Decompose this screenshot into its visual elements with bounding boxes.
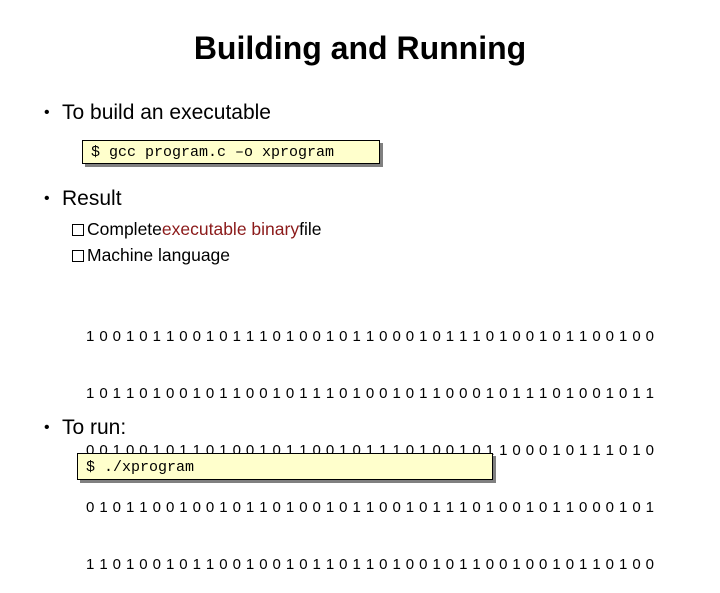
bullet-dot: • [44,190,50,207]
result-item-post: file [299,219,322,239]
binary-line: 0 0 1 0 0 1 0 1 1 0 1 0 0 1 0 1 1 0 0 1 … [86,442,654,459]
bullet-result-text: Result [62,187,122,210]
binary-line: 1 0 1 1 0 1 0 0 1 0 1 1 0 0 1 0 1 1 1 0 … [86,385,654,402]
bullet-build: • To build an executable [44,101,271,125]
bullet-dot: • [44,419,50,436]
run-command-box: $ ./xprogram [77,453,493,480]
square-bullet-icon [72,223,84,236]
result-item-machine-language: Machine language [72,245,230,266]
result-item-text: Machine language [87,245,231,265]
square-bullet-icon [72,249,84,262]
bullet-run: • To run: [44,416,126,440]
build-command: $ gcc program.c –o xprogram [91,144,335,161]
run-command: $ ./xprogram [86,459,195,476]
result-item-executable: Complete executable binary file [72,219,321,240]
bullet-result: • Result [44,187,122,211]
build-command-box: $ gcc program.c –o xprogram [82,140,380,164]
result-item-pre: Complete [87,219,162,239]
result-item-highlight: executable binary [161,219,300,239]
bullet-dot: • [44,104,50,121]
bullet-run-text: To run: [62,416,127,439]
slide-title: Building and Running [193,30,527,66]
binary-line: 1 1 0 1 0 0 1 0 1 1 0 0 1 0 0 1 0 1 1 0 … [86,556,654,573]
bullet-build-text: To build an executable [62,101,271,124]
binary-line: 1 0 0 1 0 1 1 0 0 1 0 1 1 1 0 1 0 0 1 0 … [86,328,654,345]
binary-block: 1 0 0 1 0 1 1 0 0 1 0 1 1 1 0 1 0 0 1 0 … [86,289,654,593]
binary-line: 0 1 0 1 1 0 0 1 0 0 1 0 1 1 0 1 0 0 1 0 … [86,499,654,516]
